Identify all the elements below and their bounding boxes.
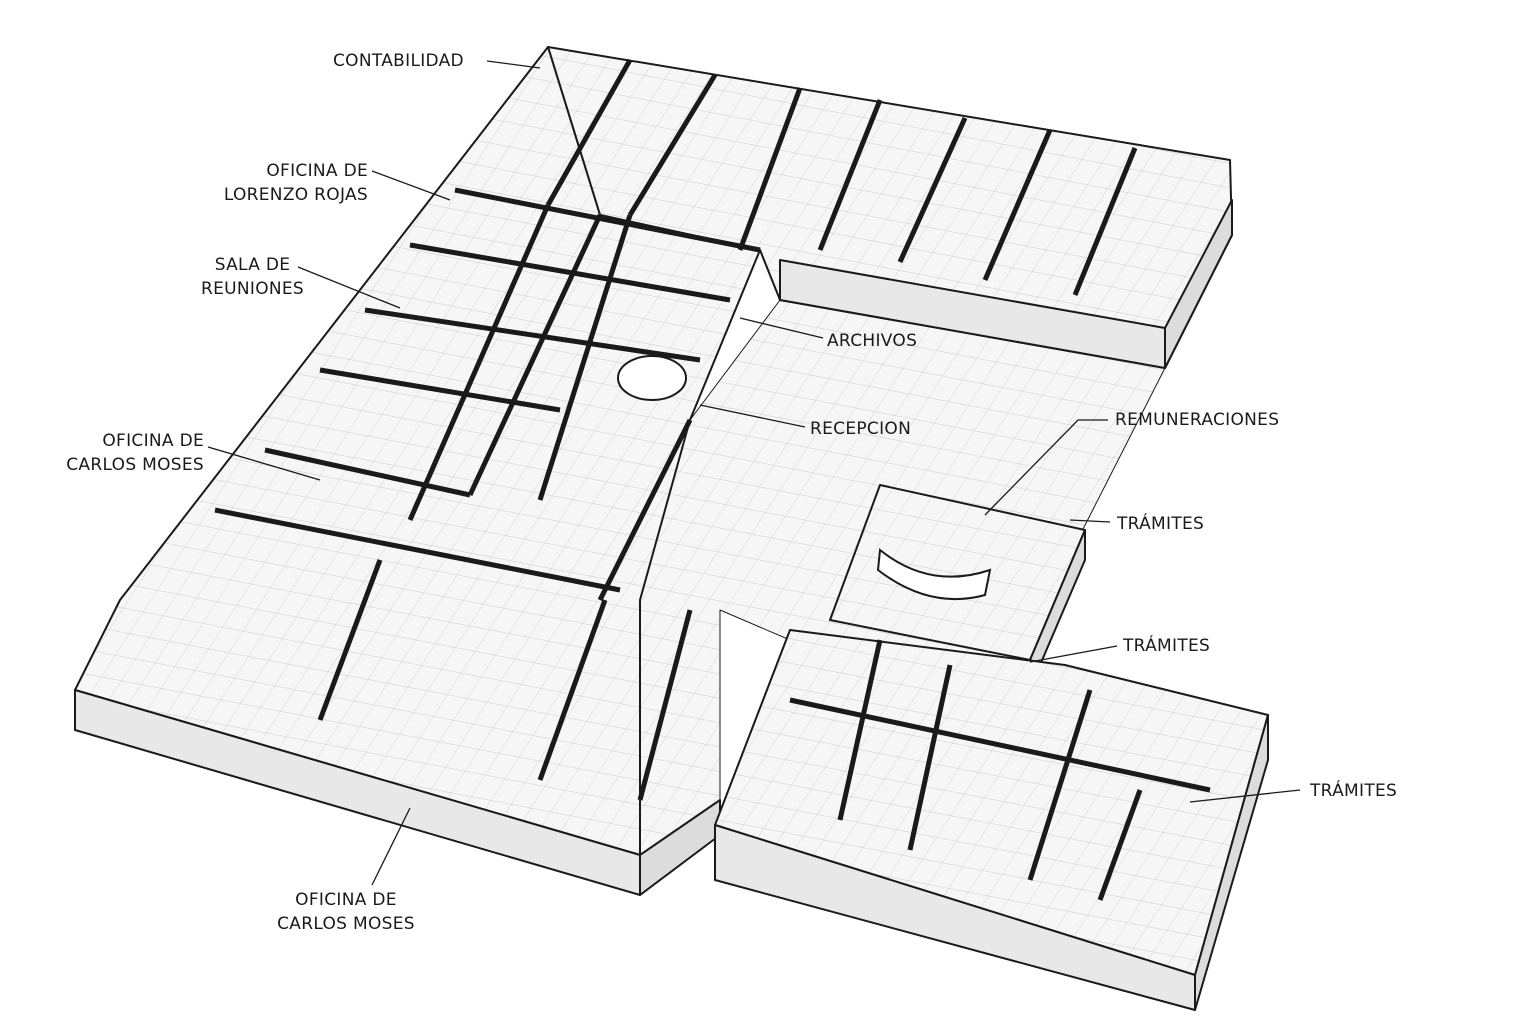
- reception-desk: [876, 548, 992, 601]
- label-sala-line2: REUNIONES: [200, 279, 305, 299]
- label-lorenzo-rojas: OFICINA DE LORENZO ROJAS: [200, 159, 368, 207]
- label-sala-reuniones: SALA DE REUNIONES: [195, 253, 310, 301]
- label-carlos-left-line1: OFICINA DE: [102, 431, 204, 451]
- label-carlos-bottom-line2: CARLOS MOSES: [277, 914, 415, 934]
- label-contabilidad: CONTABILIDAD: [333, 51, 464, 71]
- upper-wing-side-wall: [1164, 199, 1233, 369]
- interior-walls: [214, 58, 1211, 901]
- label-carlos-moses-left: OFICINA DE CARLOS MOSES: [40, 429, 204, 477]
- meeting-table: [617, 355, 687, 401]
- label-carlos-bottom-line1: OFICINA DE: [295, 890, 397, 910]
- label-lorenzo-line1: OFICINA DE: [266, 161, 368, 181]
- label-carlos-moses-bottom: OFICINA DE CARLOS MOSES: [260, 888, 432, 936]
- label-tramites-1: TRÁMITES: [1117, 514, 1205, 534]
- leader-lines: [207, 60, 1301, 886]
- tramites-wing-side-wall: [1194, 714, 1269, 1011]
- label-archivos: ARCHIVOS: [827, 331, 918, 351]
- label-lorenzo-line2: LORENZO ROJAS: [223, 185, 368, 205]
- label-tramites-3: TRÁMITES: [1310, 781, 1398, 801]
- label-tramites-2: TRÁMITES: [1123, 636, 1211, 656]
- label-carlos-left-line2: CARLOS MOSES: [66, 455, 204, 475]
- label-remuneraciones: REMUNERACIONES: [1115, 410, 1280, 430]
- label-recepcion: RECEPCION: [810, 419, 912, 439]
- label-sala-line1: SALA DE: [214, 255, 291, 275]
